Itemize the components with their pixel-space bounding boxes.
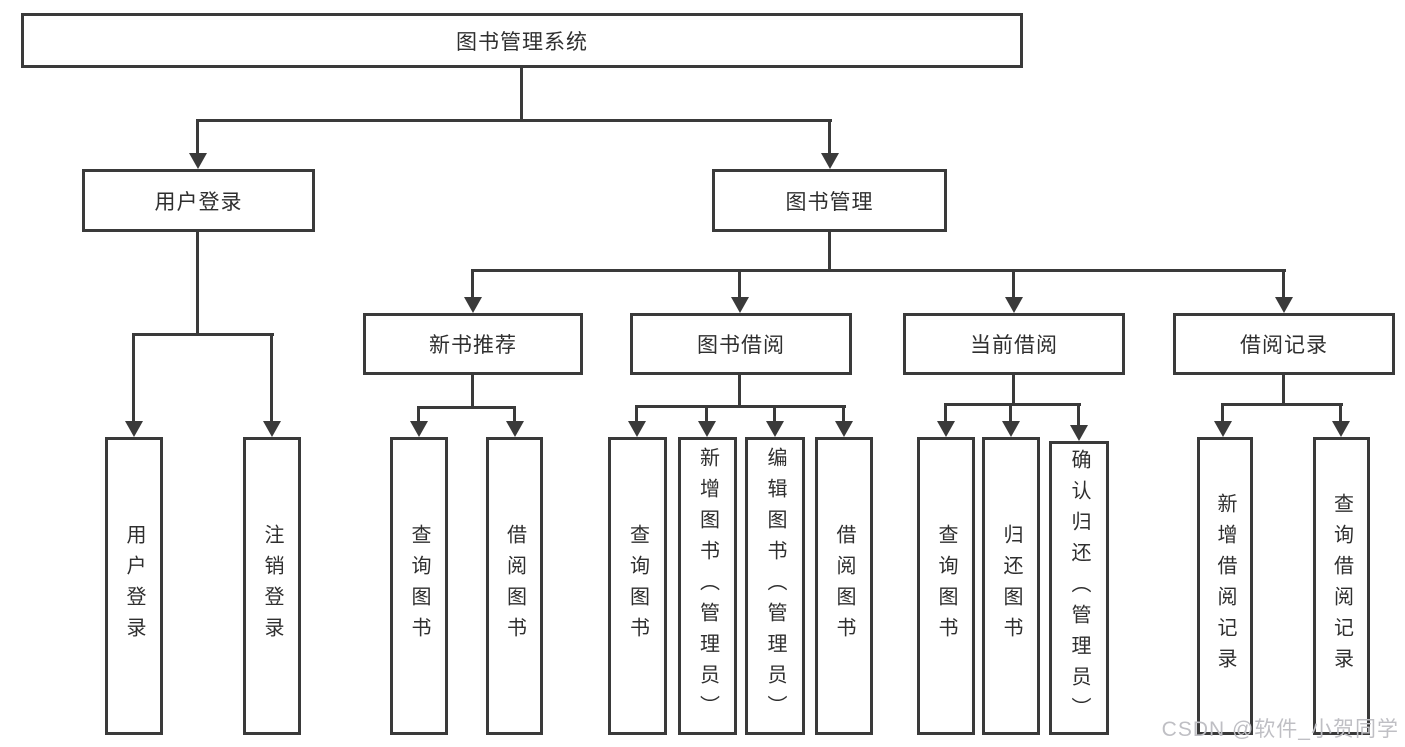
- arrowhead-return-books: [1002, 421, 1020, 437]
- connector-drop-query-books-current: [944, 404, 947, 421]
- connector-drop-leaf-logout: [270, 334, 273, 422]
- connector-root-bus: [196, 119, 832, 122]
- connector-drop-current-borrowing: [1012, 270, 1015, 298]
- connector-drop-book-management: [828, 120, 831, 154]
- arrowhead-to-book-management: [821, 153, 839, 169]
- leaf-add-books-admin: 新增图书（管理员）: [678, 437, 737, 735]
- arrowhead-to-current-borrowing: [1005, 297, 1023, 313]
- node-current-borrowing: 当前借阅: [903, 313, 1125, 375]
- arrowhead-leaf-user-login: [125, 421, 143, 437]
- connector-new-book-stem: [471, 373, 474, 409]
- arrowhead-confirm-return: [1070, 425, 1088, 441]
- connector-drop-confirm-return: [1077, 404, 1080, 425]
- arrowhead-add-books: [698, 421, 716, 437]
- node-new-book-recommendation: 新书推荐: [363, 313, 583, 375]
- connector-drop-edit-books: [773, 406, 776, 421]
- connector-user-login-stem: [196, 230, 199, 335]
- connector-new-book-bus: [417, 406, 516, 409]
- arrowhead-leaf-logout: [263, 421, 281, 437]
- arrowhead-borrow-books: [835, 421, 853, 437]
- connector-drop-return-books: [1009, 404, 1012, 421]
- connector-current-borrowing-stem: [1012, 373, 1015, 406]
- leaf-query-books-recommend: 查询图书: [390, 437, 448, 735]
- arrowhead-edit-books: [766, 421, 784, 437]
- connector-book-management-bus: [471, 269, 1286, 272]
- connector-drop-query-books-borrow: [635, 406, 638, 421]
- connector-drop-new-book: [471, 270, 474, 298]
- connector-drop-leaf-user-login: [132, 334, 135, 422]
- arrowhead-borrow-books-rec: [506, 421, 524, 437]
- connector-book-borrowing-bus: [635, 405, 846, 408]
- arrowhead-add-record: [1214, 421, 1232, 437]
- arrowhead-query-books-current: [937, 421, 955, 437]
- leaf-logout-login: 注销登录: [243, 437, 301, 735]
- node-book-management: 图书管理: [712, 169, 947, 232]
- arrowhead-to-book-borrowing: [731, 297, 749, 313]
- leaf-query-books-borrowing: 查询图书: [608, 437, 667, 735]
- leaf-return-books: 归还图书: [982, 437, 1040, 735]
- connector-drop-query-record: [1339, 404, 1342, 421]
- watermark-text: CSDN @软件_小贺同学: [1161, 718, 1399, 741]
- connector-drop-borrow-books: [842, 406, 845, 421]
- connector-user-login-bus: [132, 333, 274, 336]
- connector-borrowing-records-stem: [1282, 373, 1285, 406]
- leaf-user-login: 用户登录: [105, 437, 163, 735]
- leaf-confirm-return-admin: 确认归还（管理员）: [1049, 441, 1109, 735]
- connector-drop-borrowing-records: [1282, 270, 1285, 298]
- arrowhead-to-new-book: [464, 297, 482, 313]
- connector-borrowing-records-bus: [1221, 403, 1343, 406]
- leaf-add-borrow-record: 新增借阅记录: [1197, 437, 1253, 735]
- connector-drop-user-login: [196, 120, 199, 154]
- leaf-query-borrow-record: 查询借阅记录: [1313, 437, 1370, 735]
- connector-drop-borrow-books-rec: [513, 407, 516, 422]
- connector-root-stem: [520, 66, 523, 121]
- connector-drop-add-record: [1221, 404, 1224, 421]
- arrowhead-to-borrowing-records: [1275, 297, 1293, 313]
- node-library-system-root: 图书管理系统: [21, 13, 1023, 68]
- node-borrowing-records: 借阅记录: [1173, 313, 1395, 375]
- leaf-query-books-current: 查询图书: [917, 437, 975, 735]
- arrowhead-query-record: [1332, 421, 1350, 437]
- arrowhead-query-books-rec: [410, 421, 428, 437]
- connector-drop-book-borrowing: [738, 270, 741, 298]
- connector-book-management-stem: [828, 230, 831, 271]
- connector-drop-query-books-rec: [417, 407, 420, 422]
- connector-drop-add-books: [705, 406, 708, 421]
- connector-book-borrowing-stem: [738, 373, 741, 408]
- leaf-borrow-books-borrowing: 借阅图书: [815, 437, 873, 735]
- leaf-borrow-books-recommend: 借阅图书: [486, 437, 543, 735]
- connector-current-borrowing-bus: [944, 403, 1081, 406]
- arrowhead-to-user-login: [189, 153, 207, 169]
- node-user-login: 用户登录: [82, 169, 315, 232]
- arrowhead-query-books-borrow: [628, 421, 646, 437]
- leaf-edit-books-admin: 编辑图书（管理员）: [745, 437, 805, 735]
- node-book-borrowing: 图书借阅: [630, 313, 852, 375]
